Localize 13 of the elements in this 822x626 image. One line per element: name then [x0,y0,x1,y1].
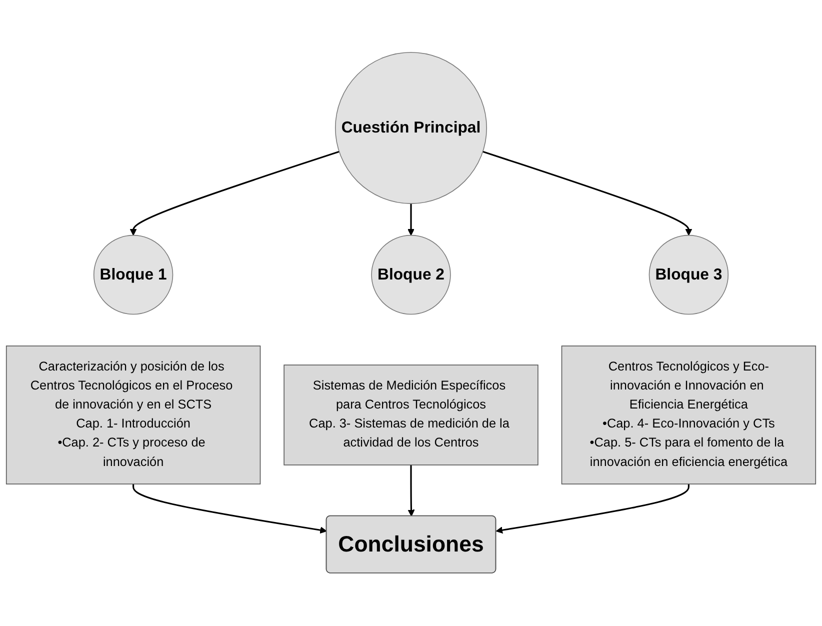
arrow [408,204,414,236]
node-circle: Bloque 3 [648,235,729,315]
node-box: Caracterización y posición de los Centros Tecnológicos en el Proceso de innovación y en el SCTS Cap. 1- Introducción •Cap. 2- CTs y proceso de innovación [6,346,261,485]
node-circle: Cuestión Principal [335,52,487,204]
arrow [130,151,340,236]
arrow [408,465,415,517]
node-box: Sistemas de Medición Específicos para Centros Tecnológicos Cap. 3- Sistemas de medición de la actividad de los Centros [284,364,538,466]
arrow [496,484,690,534]
node-circle: Bloque 2 [371,235,451,315]
node-box: Centros Tecnológicos y Eco-innovación e Innovación en Eficiencia Energética •Cap. 4- Eco-Innovación y CTs •Cap. 5- CTs para el fomento de la innovación en eficiencia energética [561,346,816,485]
node-circle: Bloque 1 [93,235,174,315]
arrow [132,484,327,534]
arrow [482,151,692,236]
